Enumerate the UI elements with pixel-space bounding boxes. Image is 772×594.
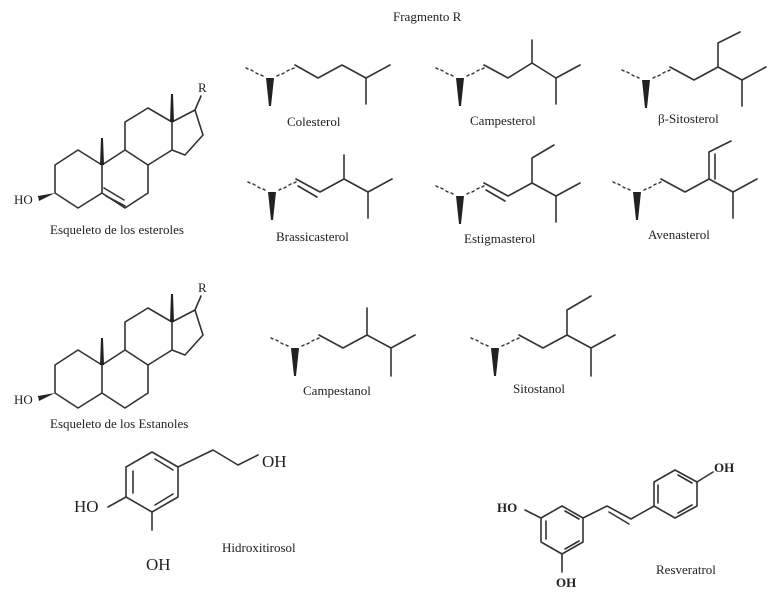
estigmasterol-structure xyxy=(435,144,581,225)
resveratrol-label: Resveratrol xyxy=(656,562,716,577)
resveratrol-ho-left: HO xyxy=(497,500,518,515)
campestanol-label: Campestanol xyxy=(303,383,371,398)
stanol-ho-atom: HO xyxy=(14,392,33,407)
hidroxitirosol-oh-top: OH xyxy=(262,452,287,471)
sitostanol-structure xyxy=(470,295,616,377)
resveratrol-oh-bottom: OH xyxy=(556,575,577,590)
sitostanol-label: Sitostanol xyxy=(513,381,566,396)
stanol-skeleton-label: Esqueleto de los Estanoles xyxy=(50,416,189,431)
sterol-r-atom: R xyxy=(198,80,207,95)
colesterol-structure xyxy=(245,64,391,107)
campesterol-structure xyxy=(435,39,581,107)
estigmasterol-label: Estigmasterol xyxy=(464,231,536,246)
hidroxitirosol-label: Hidroxitirosol xyxy=(222,540,296,555)
brassicasterol-label: Brassicasterol xyxy=(276,229,349,244)
stanol-r-atom: R xyxy=(198,280,207,295)
sterol-skeleton-label: Esqueleto de los esteroles xyxy=(50,222,184,237)
sterol-ho-atom: HO xyxy=(14,192,33,207)
avenasterol-structure xyxy=(612,140,758,221)
colesterol-label: Colesterol xyxy=(287,114,341,129)
campesterol-label: Campesterol xyxy=(470,113,536,128)
hidroxitirosol-ho-left: HO xyxy=(74,497,99,516)
fragment-r-header: Fragmento R xyxy=(393,9,462,24)
avenasterol-label: Avenasterol xyxy=(648,227,710,242)
campestanol-structure xyxy=(270,307,416,377)
resveratrol-oh-top: OH xyxy=(714,460,735,475)
beta-sitosterol-label: β-Sitosterol xyxy=(658,111,719,126)
beta-sitosterol-structure xyxy=(621,31,767,109)
brassicasterol-structure xyxy=(247,154,393,221)
hidroxitirosol-oh-bottom: OH xyxy=(146,555,171,574)
